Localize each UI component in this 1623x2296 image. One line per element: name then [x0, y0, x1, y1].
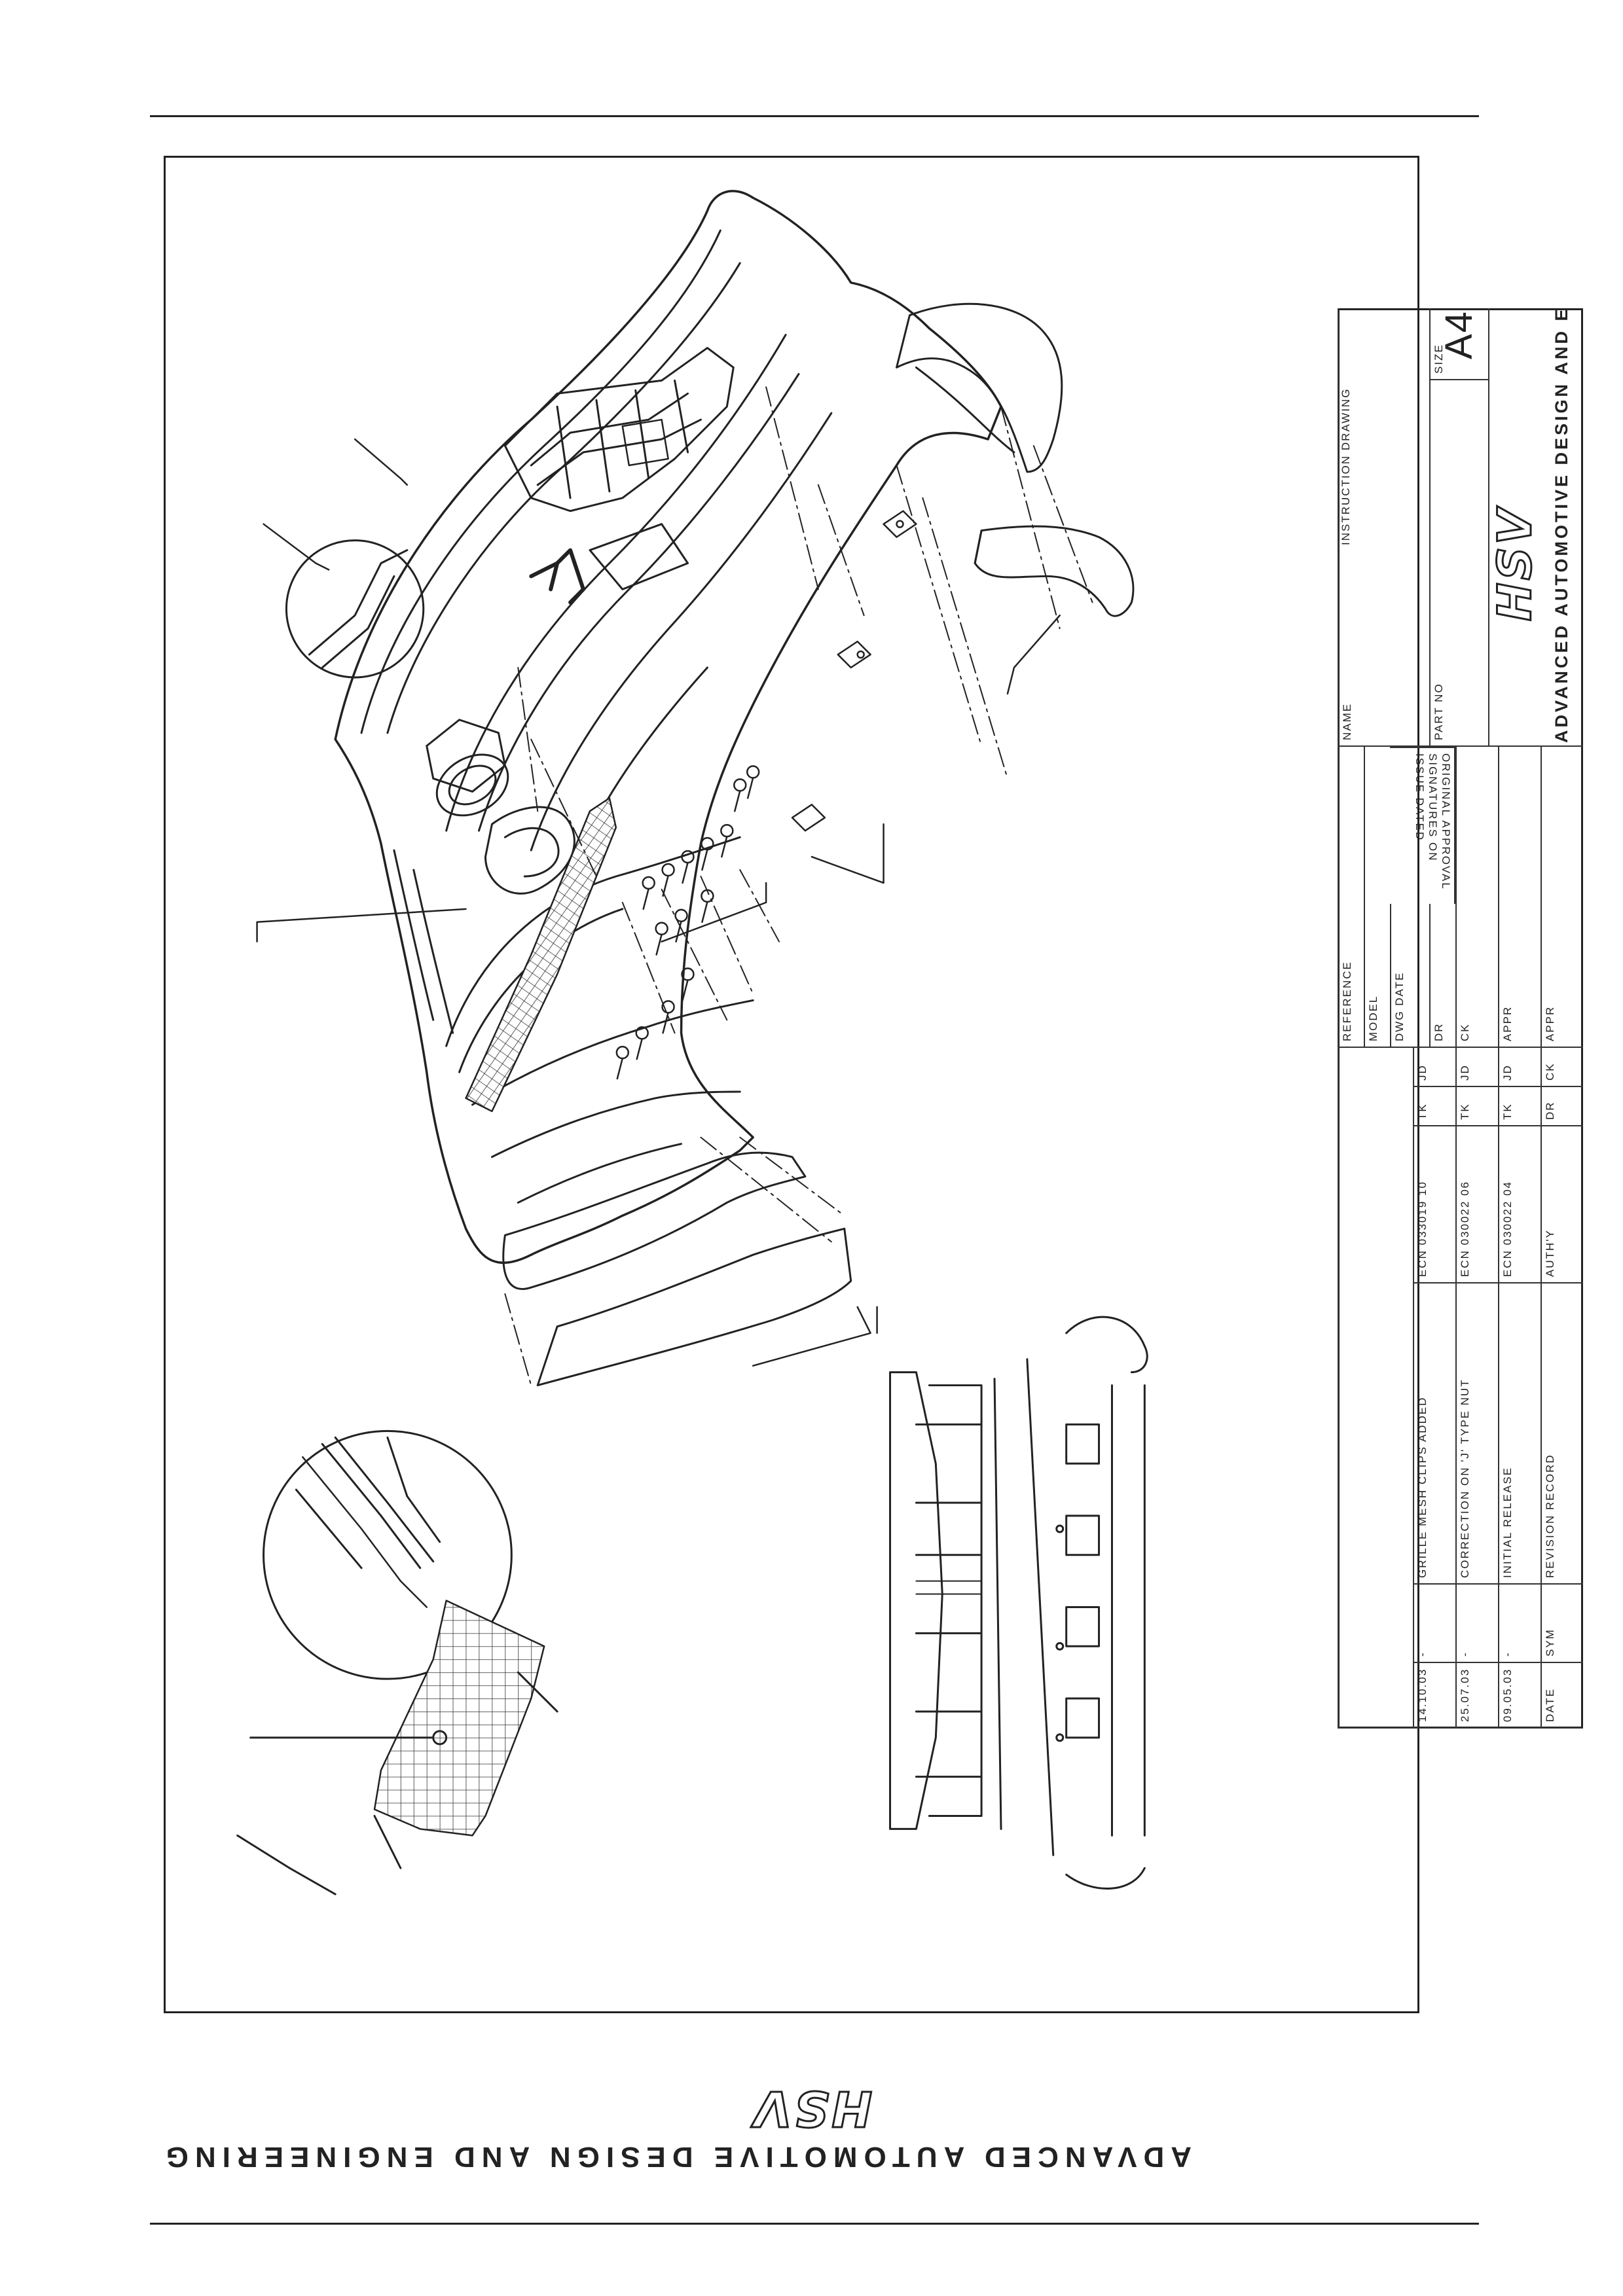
rev-header-sym: SYM	[1541, 1585, 1583, 1663]
brand-cell: HSV ADVANCED AUTOMOTIVE DESIGN AND ENGIN…	[1488, 308, 1583, 747]
rev-header-ck: CK	[1541, 1048, 1583, 1087]
size-value: A4	[1438, 310, 1480, 359]
detail-circle-mesh	[236, 1429, 558, 1895]
drawing-frame: DATE SYM REVISION RECORD AUTH'Y DR CK 09…	[164, 156, 1583, 2013]
bumper-cover	[334, 190, 1002, 1264]
title-block-logo: HSV	[1488, 505, 1543, 622]
rev-row-1-ck: JD	[1413, 1048, 1455, 1087]
appr-label-1: APPR	[1498, 747, 1541, 1048]
rev-row-1-desc: GRILLE MESH CLIPS ADDED	[1413, 1283, 1455, 1585]
rev-row-1-date: 14.10.03	[1413, 1663, 1455, 1729]
lower-lip-spoiler	[502, 1151, 852, 1387]
appr-label-2: APPR	[1541, 747, 1583, 1048]
title-block-tagline: ADVANCED AUTOMOTIVE DESIGN AND ENGINEERI…	[1552, 308, 1571, 743]
fog-lamp-assembly	[426, 719, 575, 895]
dwg-date-label: DWG DATE	[1390, 904, 1429, 1048]
rev-header-date: DATE	[1541, 1663, 1583, 1729]
leader-lines	[256, 438, 1061, 1367]
rev-row-3-dr: TK	[1498, 1087, 1541, 1126]
grille-mesh	[465, 797, 617, 1113]
bottom-brand: ADVANCED AUTOMOTIVE DESIGN AND ENGINEERI…	[159, 2055, 1192, 2174]
rev-row-3-desc: INITIAL RELEASE	[1498, 1283, 1541, 1585]
approval-note: ORIGINAL APPROVAL SIGNATURES ON ISSUE DA…	[1390, 747, 1455, 904]
rev-row-1-sym: -	[1413, 1585, 1455, 1663]
ck-label: CK	[1455, 747, 1498, 1048]
rev-row-3-sym: -	[1498, 1585, 1541, 1663]
hsv-logo-icon: HSV	[1488, 505, 1543, 622]
bumper-exploded-view	[236, 190, 1148, 1895]
rev-row-2-desc: CORRECTION ON 'J' TYPE NUT	[1455, 1283, 1498, 1585]
detail-circle-top	[285, 539, 425, 679]
rev-empty-rows	[1338, 1048, 1413, 1729]
wheel-arch-flare	[896, 302, 1135, 617]
rev-row-1-dr: TK	[1413, 1087, 1455, 1126]
assembly-lines	[504, 386, 1093, 1386]
dr-label: DR	[1429, 904, 1455, 1048]
rev-row-2-date: 25.07.03	[1455, 1663, 1498, 1729]
grille-detail-view	[889, 1316, 1148, 1890]
bottom-tagline: ADVANCED AUTOMOTIVE DESIGN AND ENGINEERI…	[159, 2141, 1192, 2173]
model-label: MODEL	[1364, 747, 1390, 1048]
rev-row-3-date: 09.05.03	[1498, 1663, 1541, 1729]
instruction-label: INSTRUCTION DRAWING	[1340, 387, 1352, 545]
bottom-logo: HSV	[750, 2077, 873, 2138]
rev-header-desc: REVISION RECORD	[1541, 1283, 1583, 1585]
top-rule	[150, 115, 1479, 117]
reference-label: REFERENCE	[1338, 747, 1364, 1048]
rev-row-1-auth: ECN 033019 10	[1413, 1126, 1455, 1283]
rev-header-auth: AUTH'Y	[1541, 1126, 1583, 1283]
hsv-logo-icon: HSV	[750, 2079, 873, 2138]
title-block: DATE SYM REVISION RECORD AUTH'Y DR CK 09…	[1338, 308, 1583, 1729]
rev-row-2-ck: JD	[1455, 1048, 1498, 1087]
bottom-rule	[150, 2223, 1479, 2225]
rev-row-3-ck: JD	[1498, 1048, 1541, 1087]
rev-header-dr: DR	[1541, 1087, 1583, 1126]
direction-arrow	[529, 548, 585, 605]
rev-row-2-sym: -	[1455, 1585, 1498, 1663]
rev-row-2-auth: ECN 030022 06	[1455, 1126, 1498, 1283]
size-cell: SIZE A4	[1429, 308, 1488, 380]
fasteners	[615, 510, 917, 1080]
rev-row-2-dr: TK	[1455, 1087, 1498, 1126]
rev-row-3-auth: ECN 030022 04	[1498, 1126, 1541, 1283]
upper-grille	[503, 347, 735, 590]
